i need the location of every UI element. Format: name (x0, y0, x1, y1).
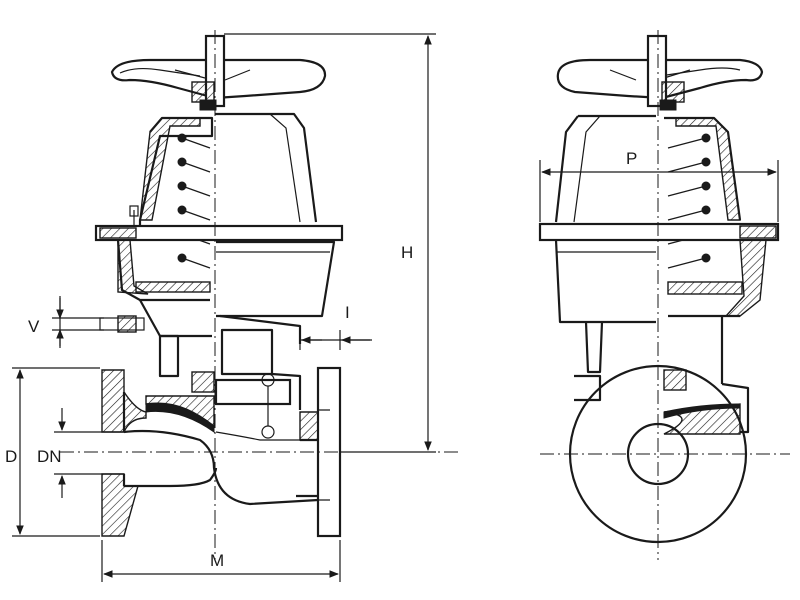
label-dn: DN (37, 447, 62, 466)
stud-block-left (214, 378, 292, 406)
bonnet-right (554, 114, 742, 223)
label-d: D (5, 447, 17, 466)
dimensions-right: P (539, 149, 779, 222)
label-v: V (28, 317, 40, 336)
spring-left (177, 133, 211, 269)
bonnet-left (138, 112, 318, 228)
right-view (538, 30, 790, 560)
label-h: H (401, 243, 413, 262)
label-p: P (626, 149, 637, 168)
stem-nut-left (191, 81, 215, 103)
handwheel-right (556, 58, 764, 100)
handwheel-left (110, 58, 327, 100)
left-view (60, 30, 460, 560)
neck-left (158, 334, 180, 378)
stem-nut-right (661, 81, 685, 103)
middle-flange-left (94, 224, 344, 242)
label-i: I (345, 303, 350, 322)
middle-flange-right (538, 222, 780, 242)
label-m: M (210, 551, 224, 570)
spring-right (667, 133, 711, 269)
lower-housing-right (554, 239, 656, 324)
dimensions-left: H I V D DN M (5, 33, 436, 582)
